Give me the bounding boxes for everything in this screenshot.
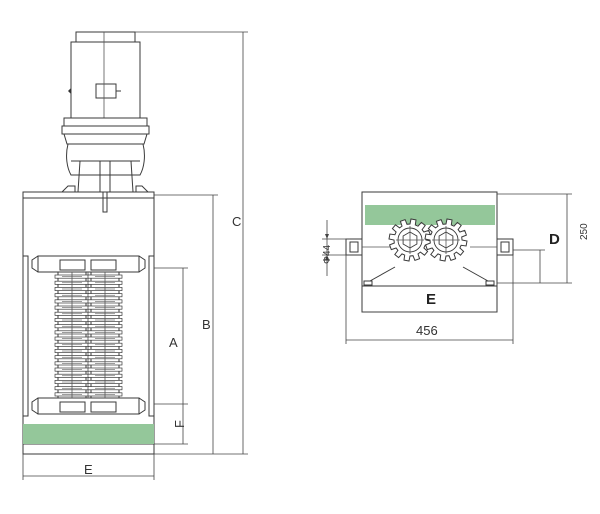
- gear-left: [388, 218, 432, 262]
- cutter-stack-right: [87, 271, 123, 399]
- label-C: C: [232, 214, 241, 229]
- cutter-stack-left: [54, 271, 90, 399]
- label-E-top: E: [426, 291, 436, 308]
- gear-right: [424, 218, 468, 262]
- right-boss: [470, 238, 514, 256]
- front-dimensions: [22, 31, 248, 480]
- label-B: B: [202, 317, 211, 332]
- cutter-frame: [22, 255, 155, 417]
- label-E-front: E: [84, 462, 93, 477]
- left-boss: [345, 238, 392, 256]
- green-band-front: [23, 424, 154, 444]
- motor: [68, 31, 141, 119]
- label-456: 456: [416, 323, 438, 338]
- label-A: A: [169, 335, 178, 350]
- front-view: C B A F E: [22, 31, 248, 480]
- label-250: 250: [579, 223, 590, 240]
- label-D: D: [549, 231, 560, 248]
- label-phi44: Φ44: [322, 244, 333, 264]
- housing: [22, 191, 155, 455]
- top-dimensions: [322, 193, 572, 344]
- top-view: D 250 E 456 Φ44: [322, 191, 590, 344]
- gearbox: [61, 117, 150, 213]
- green-band-top: [365, 205, 495, 225]
- label-F: F: [172, 420, 187, 428]
